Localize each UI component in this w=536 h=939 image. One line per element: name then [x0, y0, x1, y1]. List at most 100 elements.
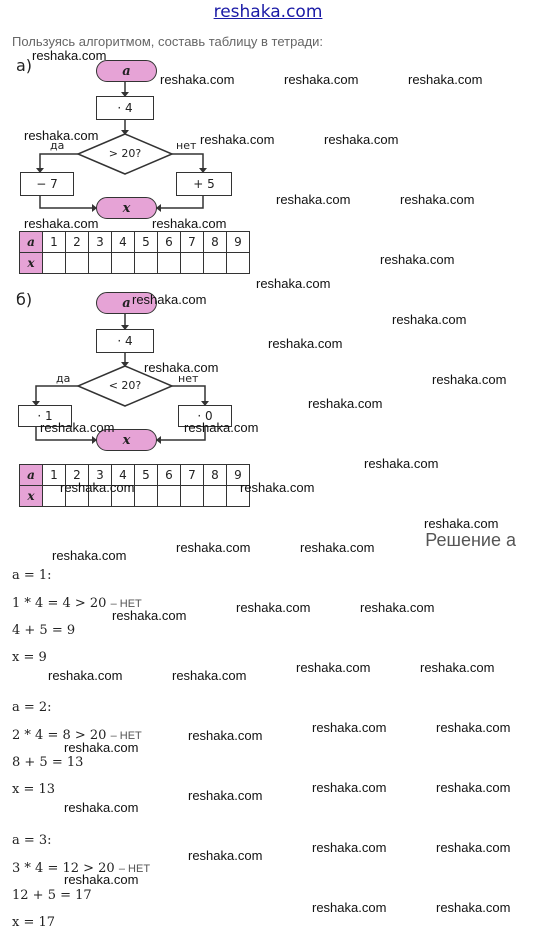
watermark: reshaka.com: [40, 420, 115, 435]
watermark: reshaka.com: [64, 800, 139, 815]
watermark: reshaka.com: [176, 540, 251, 555]
watermark: reshaka.com: [24, 216, 99, 231]
watermark: reshaka.com: [284, 72, 359, 87]
site-title-link[interactable]: reshaka.com: [213, 2, 323, 22]
fig-b-condition: < 20?: [108, 379, 142, 392]
watermark: reshaka.com: [60, 480, 135, 495]
fig-b-yes-label: да: [56, 372, 71, 385]
solution-a3-result: x = 17: [12, 915, 56, 930]
solution-a2-calc: 2 * 4 = 8 > 20 – НЕТ: [12, 728, 142, 743]
table-cell: [42, 252, 66, 274]
fig-a-minus-box: − 7: [20, 172, 74, 196]
table-cell: [157, 252, 181, 274]
watermark: reshaka.com: [188, 728, 263, 743]
watermark: reshaka.com: [424, 516, 499, 531]
watermark: reshaka.com: [32, 48, 107, 63]
table-cell: [111, 252, 135, 274]
table-cell: [226, 485, 250, 507]
table-cell: [157, 485, 181, 507]
watermark: reshaka.com: [312, 720, 387, 735]
watermark: reshaka.com: [52, 548, 127, 563]
figure-a-label: а): [16, 56, 33, 75]
watermark: reshaka.com: [188, 848, 263, 863]
watermark: reshaka.com: [200, 132, 275, 147]
watermark: reshaka.com: [436, 840, 511, 855]
solution-a1-calc: 1 * 4 = 4 > 20 – НЕТ: [12, 596, 142, 611]
table-header-a: a: [19, 231, 43, 253]
solution-a3-calc: 3 * 4 = 12 > 20 – НЕТ: [12, 861, 151, 876]
watermark: reshaka.com: [364, 456, 439, 471]
table-cell: 8: [203, 464, 227, 486]
table-cell: [180, 252, 204, 274]
table-header-a: a: [19, 464, 43, 486]
watermark: reshaka.com: [308, 396, 383, 411]
solution-a1-result: x = 9: [12, 650, 47, 665]
fig-a-no-label: нет: [176, 139, 197, 152]
table-header-x: x: [19, 485, 43, 507]
watermark: reshaka.com: [256, 276, 331, 291]
figure-b-label: б): [16, 290, 33, 309]
watermark: reshaka.com: [276, 192, 351, 207]
fig-b-start-node: a: [96, 292, 157, 314]
watermark: reshaka.com: [380, 252, 455, 267]
fig-b-no-label: нет: [178, 372, 199, 385]
watermark: reshaka.com: [360, 600, 435, 615]
watermark: reshaka.com: [236, 600, 311, 615]
solution-a2-step: 8 + 5 = 13: [12, 755, 84, 770]
table-cell: 5: [134, 464, 158, 486]
table-cell: 3: [88, 231, 112, 253]
table-cell: [88, 252, 112, 274]
watermark: reshaka.com: [240, 480, 315, 495]
watermark: reshaka.com: [312, 900, 387, 915]
table-cell: [65, 252, 89, 274]
solution-title: Решение а: [425, 530, 516, 550]
solution-a2-value: a = 2:: [12, 700, 52, 715]
table-cell: [226, 252, 250, 274]
watermark: reshaka.com: [172, 668, 247, 683]
table-cell: 6: [157, 464, 181, 486]
fig-b-times-zero-box: · 0: [178, 405, 232, 427]
table-cell: 6: [157, 231, 181, 253]
watermark: reshaka.com: [112, 608, 187, 623]
watermark: reshaka.com: [392, 312, 467, 327]
table-cell: 8: [203, 231, 227, 253]
table-cell: [180, 485, 204, 507]
table-cell: [134, 485, 158, 507]
fig-a-yes-label: да: [50, 139, 65, 152]
watermark: reshaka.com: [160, 72, 235, 87]
table-header-x: x: [19, 252, 43, 274]
table-cell: 9: [226, 231, 250, 253]
table-cell: 5: [134, 231, 158, 253]
watermark: reshaka.com: [64, 872, 139, 887]
watermark: reshaka.com: [268, 336, 343, 351]
solution-a1-step: 4 + 5 = 9: [12, 623, 76, 638]
fig-b-multiply-box: · 4: [96, 329, 154, 353]
watermark: reshaka.com: [312, 780, 387, 795]
watermark: reshaka.com: [144, 360, 219, 375]
watermark: reshaka.com: [64, 740, 139, 755]
watermark: reshaka.com: [400, 192, 475, 207]
watermark: reshaka.com: [436, 720, 511, 735]
table-cell: 7: [180, 464, 204, 486]
table-cell: 7: [180, 231, 204, 253]
watermark: reshaka.com: [24, 128, 99, 143]
fig-a-condition: > 20?: [108, 147, 142, 160]
table-cell: 4: [111, 231, 135, 253]
table-cell: [203, 485, 227, 507]
task-intro: Пользуясь алгоритмом, составь таблицу в …: [12, 34, 324, 49]
table-cell: [134, 252, 158, 274]
watermark: reshaka.com: [312, 840, 387, 855]
solution-a3-value: a = 3:: [12, 833, 52, 848]
watermark: reshaka.com: [132, 292, 207, 307]
watermark: reshaka.com: [436, 900, 511, 915]
watermark: reshaka.com: [436, 780, 511, 795]
fig-b-value-table: a 1 2 3 4 5 6 7 8 9 x: [19, 464, 250, 507]
fig-a-start-node: a: [96, 60, 157, 82]
table-cell: [203, 252, 227, 274]
table-cell: 1: [42, 231, 66, 253]
watermark: reshaka.com: [300, 540, 375, 555]
solution-a1-value: a = 1:: [12, 568, 52, 583]
solution-a2-result: x = 13: [12, 782, 56, 797]
watermark: reshaka.com: [420, 660, 495, 675]
